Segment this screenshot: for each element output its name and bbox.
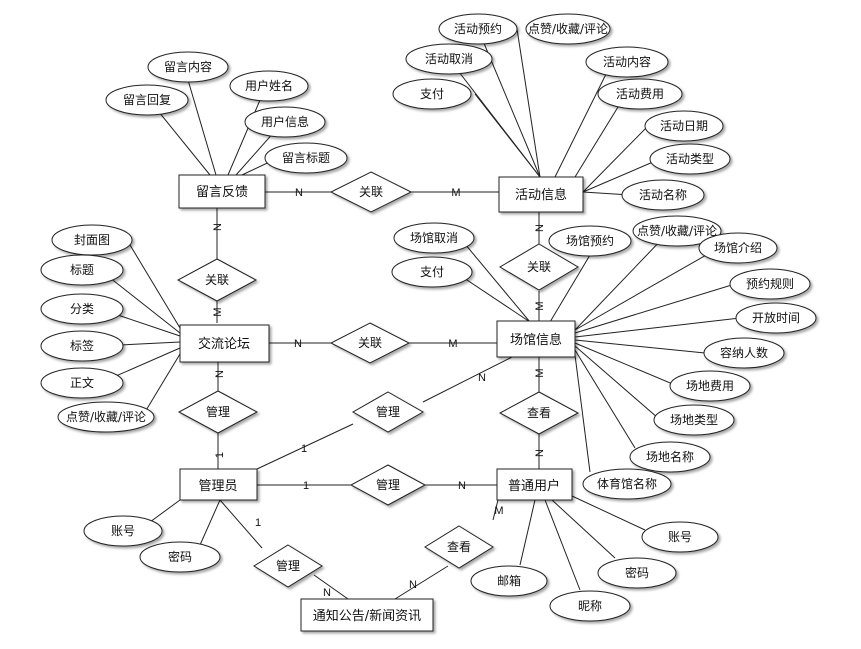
attr-hd-neirong: 活动内容 [603,54,651,69]
attr-cg-tiyuguan: 体育馆名称 [597,476,657,491]
card-ly-lt-m: M [212,307,224,316]
attr-us-youxiang: 邮箱 [497,573,521,588]
card-ad-cg-n: N [478,372,486,384]
card-ly-lt-n: N [212,223,224,231]
cardinality-labels: N M N M N M N M N 1 M N 1 N 1 N 1 N M N [212,187,546,599]
attribute-ellipses [40,13,817,622]
entity-liuyan: 留言反馈 [196,185,248,200]
rel-ad-no: 管理 [276,558,300,573]
entity-luntan: 交流论坛 [198,336,250,352]
entity-labels: 留言反馈 活动信息 交流论坛 场馆信息 管理员 普通用户 通知公告/新闻资讯 [196,185,567,624]
attr-ad-mima: 密码 [168,549,192,564]
attr-hd-dianzan: 点赞/收藏/评论 [528,22,608,36]
attr-hd-feiyong: 活动费用 [616,87,664,101]
attr-ly-xinxi: 用户信息 [261,114,309,129]
relationship-diamonds [176,171,580,588]
card-ad-us-n: N [458,480,466,492]
card-ad-no-1: 1 [255,517,261,529]
card-ad-us-1: 1 [303,480,309,492]
attr-hd-yuyue: 活动预约 [454,21,502,36]
attr-lt-fengmian: 封面图 [74,233,110,247]
relationship-labels: 关联 关联 关联 关联 管理 管理 管理 查看 管理 查看 [205,185,551,573]
card-ad-cg-1: 1 [301,443,307,455]
attr-cg-renshu: 容纳人数 [720,345,768,360]
connector-lines [99,28,741,600]
attr-hd-mingcheng: 活动名称 [639,187,687,202]
rel-lt-cg: 关联 [358,336,382,350]
attr-us-zhanghao: 账号 [668,530,692,544]
entity-notice: 通知公告/新闻资讯 [313,608,421,624]
card-us-no-m: M [494,505,503,517]
rel-ad-us: 管理 [376,477,400,492]
attr-cg-quxiao: 场馆取消 [410,230,458,245]
attr-hd-quxiao: 活动取消 [425,52,473,66]
card-hd-cg-m: M [534,301,546,310]
card-us-cg-n: N [534,449,546,457]
rel-lt-ad: 管理 [206,404,230,419]
card-hd-cg-n: N [534,224,546,232]
attr-lt-biaoqian: 标签 [70,338,94,353]
attr-cg-jieshao: 场馆介绍 [714,240,762,255]
attr-lt-fenlei: 分类 [70,302,94,316]
attr-hd-riqi: 活动日期 [660,119,708,133]
rel-ly-lt: 关联 [205,273,229,287]
attr-cg-zhifu: 支付 [420,265,444,279]
attr-lt-biaoti: 标题 [70,263,94,277]
card-us-no-n: N [409,579,417,591]
attr-hd-leixing: 活动类型 [666,152,714,166]
attribute-labels: 留言内容 留言回复 用户姓名 用户信息 留言标题 活动预约 点赞/收藏/评论 活… [66,21,800,613]
card-lt-ad-1: 1 [214,452,226,458]
attr-lt-zhengwen: 正文 [70,375,94,390]
card-ly-hd-n: N [295,187,303,199]
attr-us-mima: 密码 [625,565,649,580]
entity-changguan: 场馆信息 [510,332,562,348]
rel-us-cg: 查看 [527,406,551,420]
attr-cg-shijian: 开放时间 [752,310,800,325]
attr-cg-feiyong: 场地费用 [686,379,734,393]
rel-ad-cg: 管理 [376,404,400,419]
card-lt-cg-n: N [294,338,302,350]
rel-ly-hd: 关联 [359,185,383,199]
card-lt-ad-n: N [214,370,226,378]
card-ly-hd-m: M [451,187,460,199]
attr-cg-leixing: 场地类型 [670,413,718,427]
attr-cg-yuyue: 场馆预约 [566,233,614,248]
attr-hd-zhifu: 支付 [420,87,444,101]
attr-cg-guize: 预约规则 [746,276,794,291]
entity-huodong: 活动信息 [515,187,567,203]
attr-lt-dianzan: 点赞/收藏/评论 [66,410,146,424]
card-us-cg-m: M [534,368,546,377]
attr-us-nicheng: 昵称 [578,599,602,613]
rel-us-no: 查看 [447,540,471,554]
attr-ad-zhanghao: 账号 [111,524,135,538]
attr-cg-mingcheng: 场地名称 [646,449,694,464]
entity-admin: 管理员 [198,479,237,494]
attr-ly-neirong: 留言内容 [164,59,212,74]
attr-ly-biaoti: 留言标题 [282,151,330,165]
card-lt-cg-m: M [448,338,457,350]
entity-boxes [178,174,584,632]
card-ad-no-n: N [323,587,331,599]
attr-ly-xingming: 用户姓名 [245,78,293,93]
rel-hd-cg: 关联 [527,260,551,274]
entity-user: 普通用户 [508,478,560,494]
attr-cg-dianzan: 点赞/收藏/评论 [637,224,717,238]
attr-ly-huifu: 留言回复 [123,93,171,107]
